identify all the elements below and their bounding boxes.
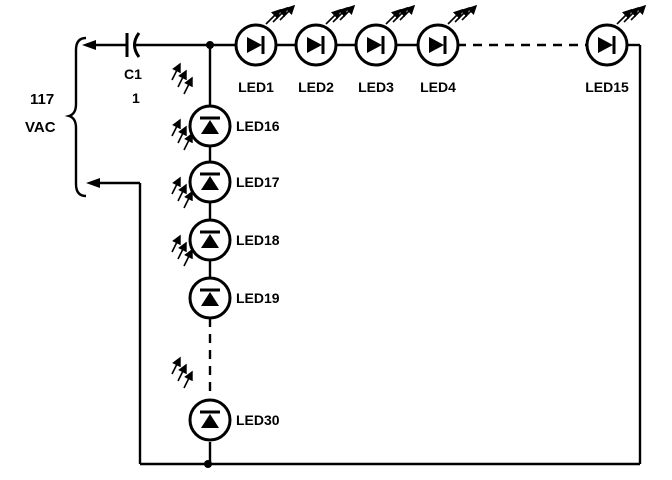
led-led16: LED16: [171, 62, 280, 148]
led-label: LED4: [420, 79, 456, 95]
diode-triangle: [367, 37, 382, 53]
led-label: LED1: [238, 79, 274, 95]
junction-top: [206, 41, 214, 49]
led-label: LED16: [236, 118, 280, 134]
diode-triangle: [429, 37, 444, 53]
led-label: LED15: [585, 79, 629, 95]
light-arrows-icon: [616, 4, 647, 25]
terminal-arrow-bottom: [86, 178, 100, 188]
light-arrows-icon: [171, 234, 193, 267]
led-led19: LED19: [171, 234, 280, 320]
diode-triangle: [201, 292, 219, 306]
source-terminals: [82, 40, 100, 188]
led-led1: LED1: [234, 4, 296, 95]
led-led17: LED17: [171, 118, 280, 204]
diode-triangle: [201, 120, 219, 134]
junction-bottom: [204, 460, 212, 468]
top-led-row: LED1 LED2 LED3 LED4 LED15: [234, 4, 647, 95]
led-led15: LED15: [585, 4, 647, 95]
led-label: LED2: [298, 79, 334, 95]
diode-triangle: [201, 176, 219, 190]
source-voltage-label: 117: [30, 91, 54, 108]
diode-triangle: [598, 37, 613, 53]
led-label: LED30: [236, 412, 280, 428]
diode-triangle: [201, 234, 219, 248]
light-arrows-icon: [385, 4, 416, 25]
capacitor-c1: [125, 32, 141, 58]
led-label: LED18: [236, 232, 280, 248]
wires: [92, 43, 642, 466]
light-arrows-icon: [325, 4, 356, 25]
light-arrows-icon: [265, 4, 296, 25]
capacitor-name-label: C1: [124, 66, 142, 82]
led-label: LED3: [358, 79, 394, 95]
source-brace: [64, 36, 87, 198]
diode-triangle: [247, 37, 262, 53]
light-arrows-icon: [171, 62, 193, 95]
led-led2: LED2: [294, 4, 356, 95]
led-led4: LED4: [416, 4, 478, 95]
led-led30: LED30: [171, 356, 280, 442]
led-label: LED17: [236, 174, 280, 190]
light-arrows-icon: [171, 356, 193, 389]
light-arrows-icon: [171, 118, 193, 151]
led-led3: LED3: [354, 4, 416, 95]
led-led18: LED18: [171, 176, 280, 262]
diode-triangle: [201, 414, 219, 428]
led-label: LED19: [236, 290, 280, 306]
source-unit-label: VAC: [25, 119, 56, 136]
light-arrows-icon: [447, 4, 478, 25]
diode-triangle: [307, 37, 322, 53]
terminal-arrow-top: [82, 40, 96, 50]
light-arrows-icon: [171, 176, 193, 209]
capacitor-value-label: 1: [132, 90, 140, 106]
